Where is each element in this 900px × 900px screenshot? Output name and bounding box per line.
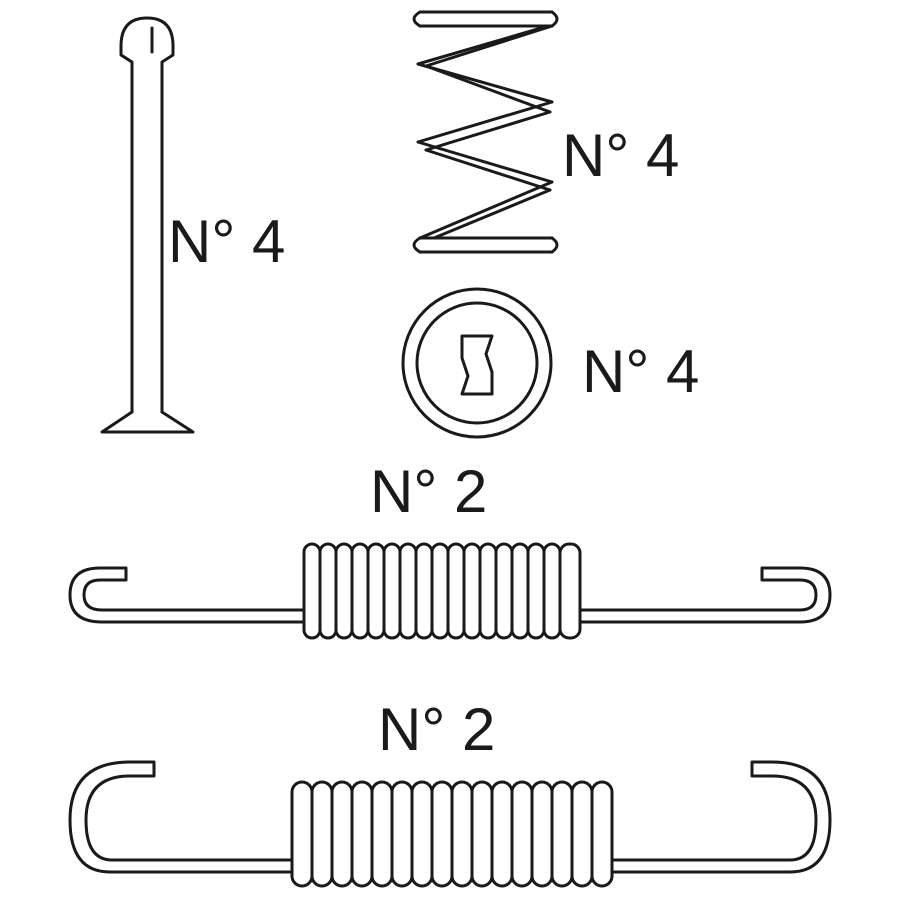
hold-down-spring <box>412 10 559 254</box>
long-return-spring <box>68 760 832 888</box>
long-return-spring-quantity: N° 2 <box>378 696 495 763</box>
spring-cup-washer-quantity: N° 4 <box>582 338 699 405</box>
spring-cup-washer <box>401 287 553 439</box>
short-return-spring <box>68 542 832 640</box>
hold-down-pin <box>100 16 195 434</box>
short-return-spring-quantity: N° 2 <box>370 458 487 525</box>
hold-down-pin-quantity: N° 4 <box>168 208 285 275</box>
hold-down-spring-quantity: N° 4 <box>562 122 679 189</box>
